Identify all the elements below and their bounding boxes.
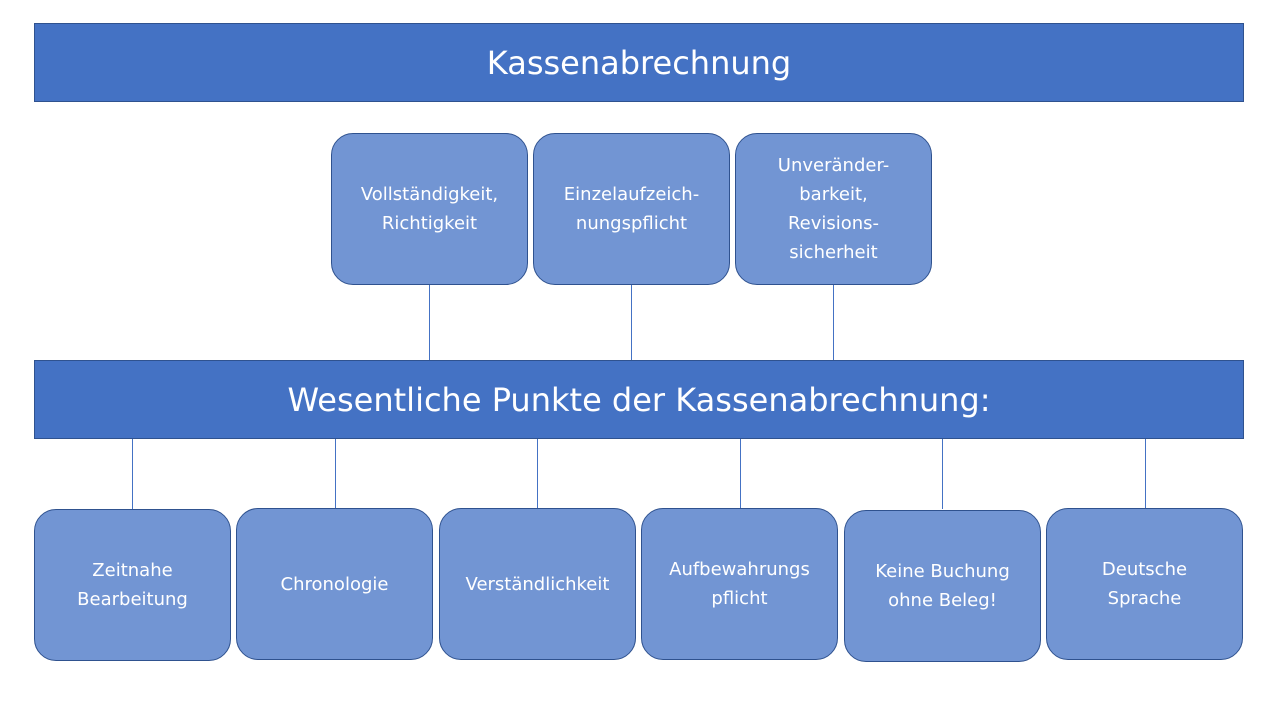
- connector: [1145, 439, 1146, 509]
- connector: [335, 439, 336, 509]
- bottom-box-retention: Aufbewahrungs pflicht: [641, 508, 838, 660]
- box-label: Einzelaufzeich- nungspflicht: [563, 184, 700, 234]
- bottom-box-timely: Zeitnahe Bearbeitung: [34, 509, 231, 661]
- top-box-completeness: Vollständigkeit, Richtigkeit: [331, 133, 528, 285]
- subtitle-banner: Wesentliche Punkte der Kassenabrechnung:: [34, 360, 1244, 439]
- top-box-individual-recording: Einzelaufzeich- nungspflicht: [533, 133, 730, 285]
- box-label: Unveränder- barkeit, Revisions- sicherhe…: [777, 155, 890, 263]
- subtitle: Wesentliche Punkte der Kassenabrechnung:: [287, 380, 991, 419]
- connector: [537, 439, 538, 509]
- top-box-immutability: Unveränder- barkeit, Revisions- sicherhe…: [735, 133, 932, 285]
- title: Kassenabrechnung: [486, 43, 792, 82]
- bottom-box-chronology: Chronologie: [236, 508, 433, 660]
- box-label: Chronologie: [280, 573, 389, 595]
- connector: [942, 439, 943, 509]
- connector: [631, 284, 632, 360]
- connector: [833, 284, 834, 360]
- box-label: Deutsche Sprache: [1101, 559, 1188, 609]
- connector: [429, 284, 430, 360]
- box-label: Aufbewahrungs pflicht: [669, 559, 810, 609]
- bottom-box-comprehensibility: Verständlichkeit: [439, 508, 636, 660]
- title-banner: Kassenabrechnung: [34, 23, 1244, 102]
- bottom-box-no-booking-without-receipt: Keine Buchung ohne Beleg!: [844, 510, 1041, 662]
- connector: [132, 439, 133, 509]
- box-label: Vollständigkeit, Richtigkeit: [360, 184, 499, 234]
- box-label: Verständlichkeit: [465, 573, 610, 595]
- bottom-box-german-language: Deutsche Sprache: [1046, 508, 1243, 660]
- box-label: Keine Buchung ohne Beleg!: [875, 561, 1010, 611]
- box-label: Zeitnahe Bearbeitung: [77, 560, 188, 610]
- connector: [740, 439, 741, 509]
